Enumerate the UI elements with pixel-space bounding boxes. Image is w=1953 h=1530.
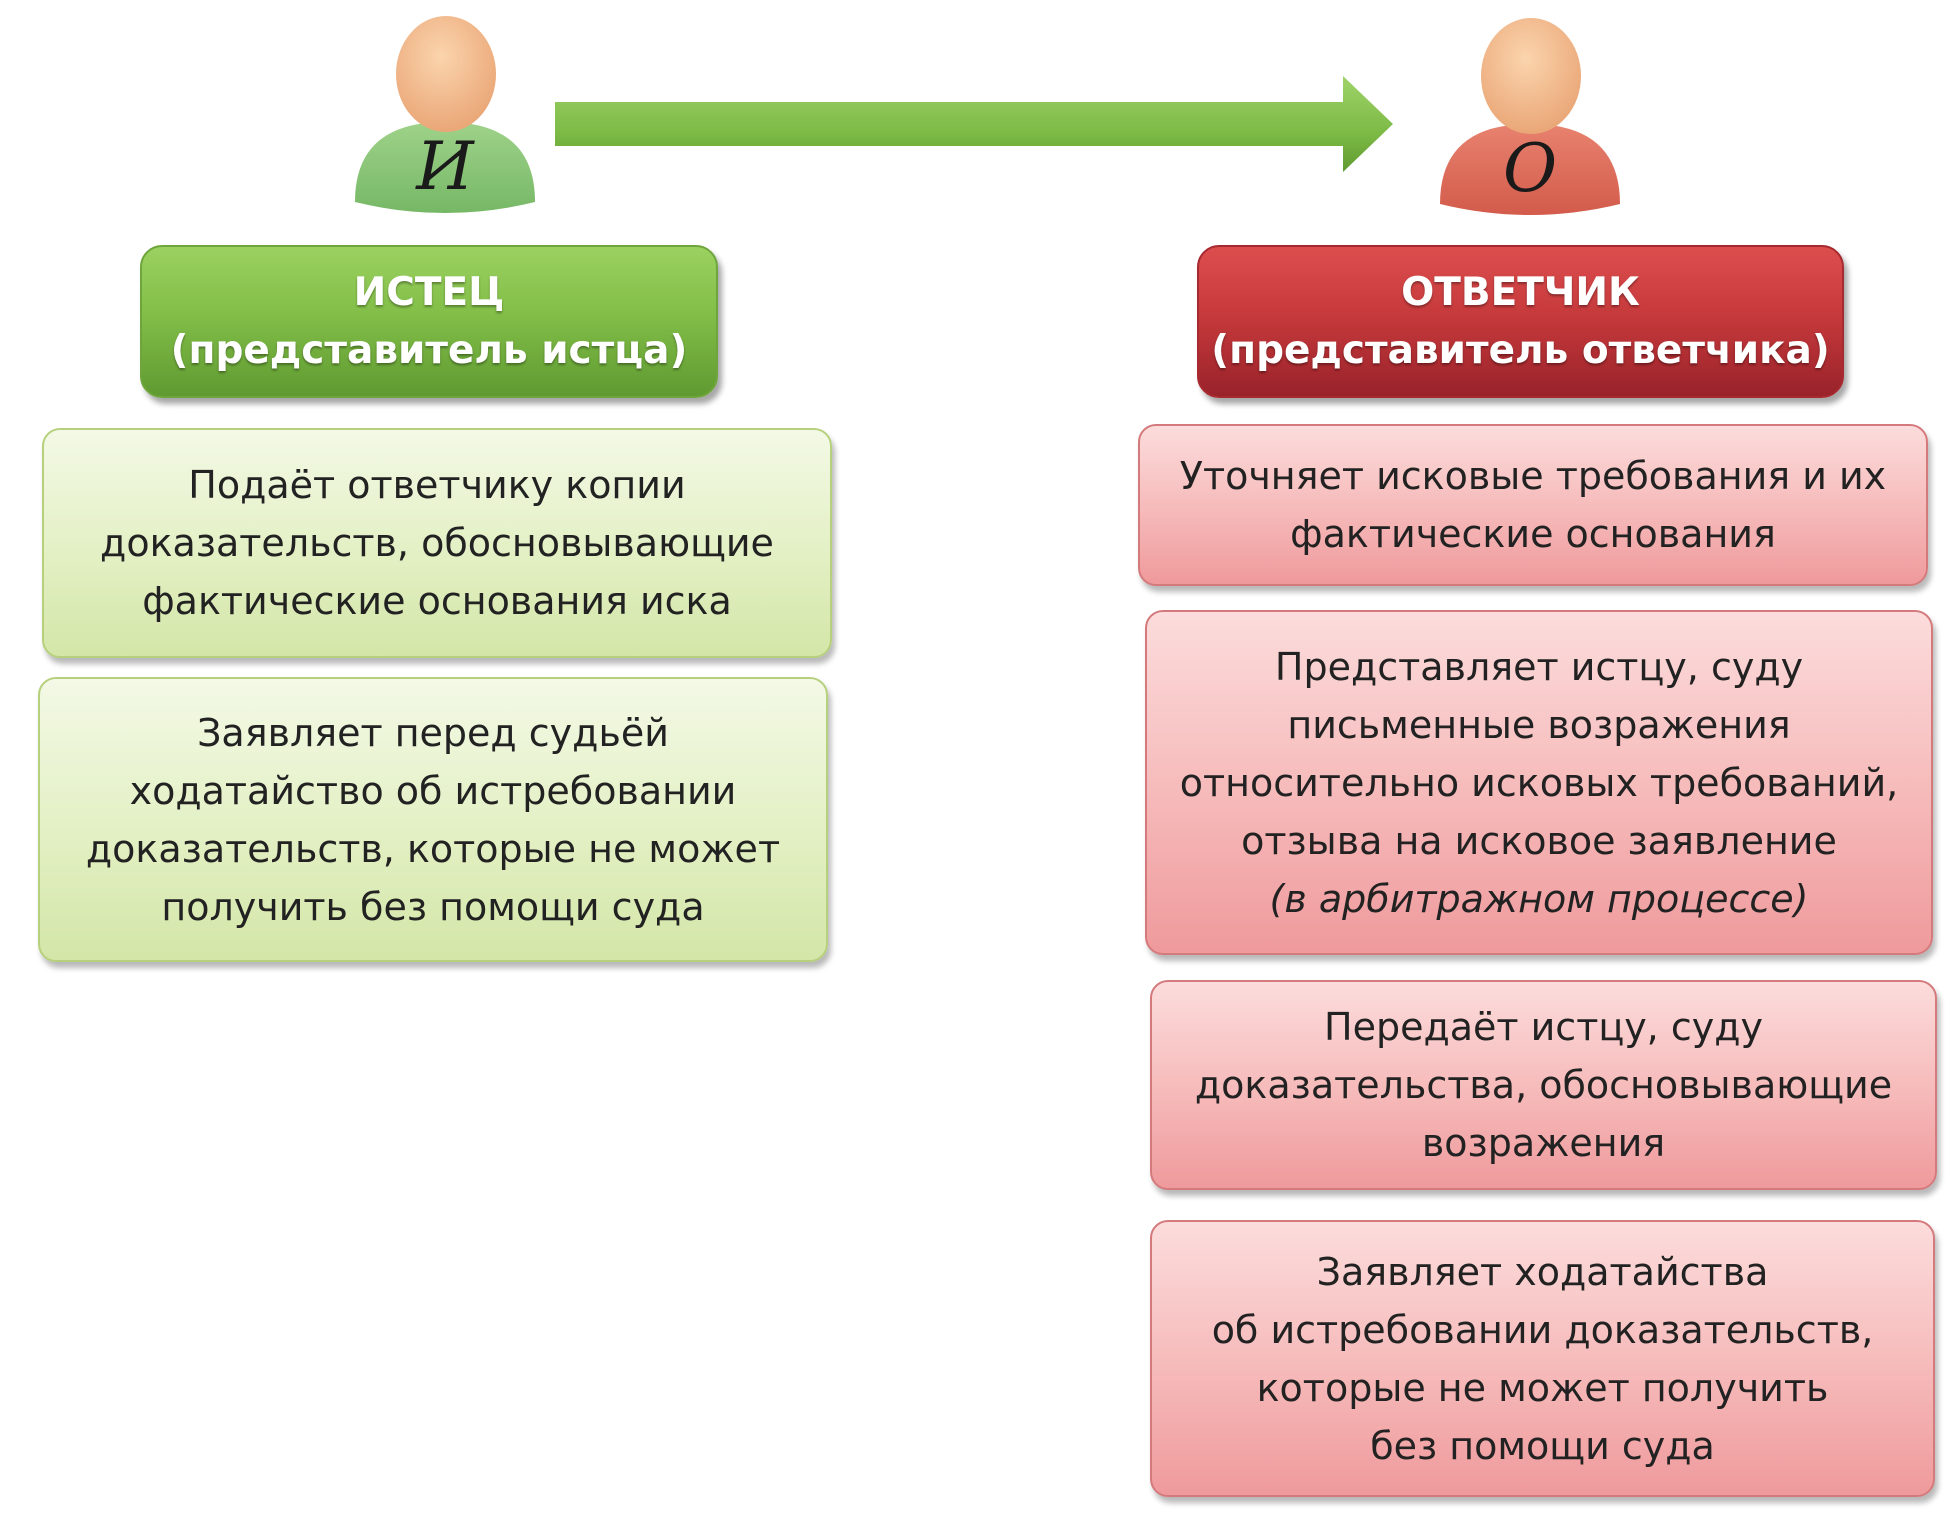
- duty-text-line: доказательств, которые не может: [85, 826, 781, 871]
- duty-text-line: Подаёт ответчику копии: [188, 463, 686, 507]
- duty-text-line: доказательства, обосновывающие: [1194, 1063, 1893, 1107]
- defendant-duty-box: Заявляет ходатайства об истребовании док…: [1150, 1220, 1935, 1497]
- defendant-header-title: ОТВЕТЧИК: [1401, 269, 1640, 315]
- defendant-duty-box: Представляет истцу, суду письменные возр…: [1145, 610, 1933, 955]
- plaintiff-duty-box: Подаёт ответчику копии доказательств, об…: [42, 428, 832, 658]
- duty-text-line: доказательств, обосновывающие: [100, 521, 774, 565]
- duty-text-line: Представляет истцу, суду: [1274, 644, 1804, 689]
- plaintiff-header: ИСТЕЦ (представитель истца): [140, 245, 718, 398]
- duty-text-line: фактические основания: [1290, 512, 1776, 556]
- duty-text-line: Заявляет перед судьёй: [197, 710, 669, 755]
- defendant-header: ОТВЕТЧИК (представитель ответчика): [1197, 245, 1844, 398]
- defendant-header-subtitle: (представитель ответчика): [1211, 327, 1830, 373]
- duty-text-line: которые не может получить: [1256, 1365, 1829, 1410]
- duty-text-line: Заявляет ходатайства: [1316, 1249, 1769, 1294]
- plaintiff-person-icon: И: [350, 10, 540, 220]
- duty-text-line: письменные возражения: [1287, 702, 1791, 747]
- duty-text-line: без помощи суда: [1370, 1423, 1715, 1468]
- duty-text-line: относительно исковых требований,: [1179, 760, 1899, 805]
- duty-text-line: фактические основания иска: [142, 579, 732, 623]
- plaintiff-person-letter: И: [416, 128, 474, 205]
- duty-text-line: Передаёт истцу, суду: [1324, 1005, 1763, 1049]
- right-arrow-icon: [555, 76, 1395, 172]
- duty-text-line: отзыва на исковое заявление: [1241, 818, 1837, 863]
- duty-text-line: об истребовании доказательств,: [1211, 1307, 1874, 1352]
- defendant-duty-box: Передаёт истцу, суду доказательства, обо…: [1150, 980, 1937, 1190]
- plaintiff-header-title: ИСТЕЦ: [353, 269, 505, 315]
- duty-text-line: получить без помощи суда: [161, 884, 705, 929]
- plaintiff-duty-box: Заявляет перед судьёй ходатайство об ист…: [38, 677, 828, 962]
- duty-text-line-italic: (в арбитражном процессе): [1269, 876, 1809, 921]
- duty-text-line: возражения: [1421, 1121, 1666, 1165]
- defendant-person-icon: О: [1435, 12, 1625, 222]
- plaintiff-header-subtitle: (представитель истца): [170, 327, 688, 373]
- defendant-person-letter: О: [1502, 130, 1558, 207]
- duty-text-line: ходатайство об истребовании: [129, 768, 737, 813]
- duty-text-line: Уточняет исковые требования и их: [1179, 454, 1887, 498]
- defendant-duty-box: Уточняет исковые требования и их фактиче…: [1138, 424, 1928, 586]
